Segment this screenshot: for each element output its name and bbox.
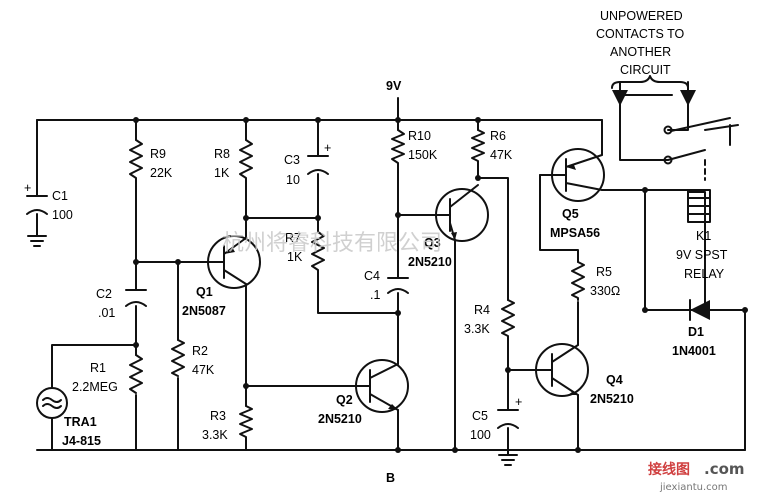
r7-ref: R7 <box>285 231 301 245</box>
contacts-note-line-1: UNPOWERED <box>600 9 683 23</box>
r8-value: 1K <box>214 166 230 180</box>
q5-part: MPSA56 <box>550 226 600 240</box>
r2-value: 47K <box>192 363 215 377</box>
r6-symbol <box>471 129 485 165</box>
r4-symbol <box>501 299 515 339</box>
tra1-ref: TRA1 <box>64 415 97 429</box>
d1-part: 1N4001 <box>672 344 716 358</box>
corner-watermark-logo: 接线图 <box>648 461 690 478</box>
r1-value: 2.2MEG <box>72 380 118 394</box>
relay-coil-symbol <box>687 189 711 223</box>
supply-label: 9V <box>386 79 402 93</box>
r2-ref: R2 <box>192 344 208 358</box>
center-watermark: 杭州将睿科技有限公司 <box>222 231 442 256</box>
c5-value: 100 <box>470 428 491 442</box>
c3-ref: C3 <box>284 153 300 167</box>
c3-symbol <box>307 155 329 175</box>
corner-watermark-domain: .com <box>704 460 745 478</box>
q1-symbol <box>207 235 261 289</box>
c4-value: .1 <box>370 288 380 302</box>
q5-symbol <box>539 148 605 202</box>
corner-watermark: 接线图 .com jiexiantu.com <box>648 460 745 493</box>
c2-symbol <box>125 289 147 307</box>
c1-symbol <box>26 195 48 215</box>
c3-polarity: + <box>324 141 331 155</box>
r6-value: 47K <box>490 148 513 162</box>
k1-line-2: RELAY <box>684 267 725 281</box>
q4-symbol <box>535 343 589 397</box>
q2-ref: Q2 <box>336 393 353 407</box>
contacts-bracket <box>611 75 696 106</box>
q2-symbol <box>355 359 409 413</box>
r3-symbol <box>239 405 253 441</box>
r6-ref: R6 <box>490 129 506 143</box>
r10-value: 150K <box>408 148 438 162</box>
c4-ref: C4 <box>364 269 380 283</box>
c5-symbol <box>497 409 519 429</box>
r8-symbol <box>239 139 253 187</box>
r5-ref: R5 <box>596 265 612 279</box>
r1-symbol <box>129 354 143 394</box>
r5-value: 330Ω <box>590 284 620 298</box>
r4-value: 3.3K <box>464 322 490 336</box>
contacts-note-line-4: CIRCUIT <box>620 63 671 77</box>
q2-part: 2N5210 <box>318 412 362 426</box>
q4-ref: Q4 <box>606 373 623 387</box>
r7-value: 1K <box>287 250 303 264</box>
q3-ref: Q3 <box>424 236 441 250</box>
c4-symbol <box>387 277 409 294</box>
r9-symbol <box>129 139 143 187</box>
c2-value: .01 <box>98 306 115 320</box>
contacts-note-line-3: ANOTHER <box>610 45 671 59</box>
c2-ref: C2 <box>96 287 112 301</box>
r4-ref: R4 <box>474 303 490 317</box>
r1-ref: R1 <box>90 361 106 375</box>
c3-value: 10 <box>286 173 300 187</box>
ground-symbol <box>27 235 47 247</box>
c1-polarity: + <box>24 181 31 195</box>
r5-symbol <box>571 261 585 301</box>
k1-line-1: 9V SPST <box>676 248 728 262</box>
c1-value: 100 <box>52 208 73 222</box>
ground-symbol-c5 <box>498 454 518 466</box>
d1-ref: D1 <box>688 325 704 339</box>
d1-symbol <box>689 299 710 321</box>
q3-part: 2N5210 <box>408 255 452 269</box>
r7-symbol <box>311 231 325 277</box>
q1-part: 2N5087 <box>182 304 226 318</box>
relay-contacts <box>663 117 731 181</box>
c1-ref: C1 <box>52 189 68 203</box>
corner-watermark-url: jiexiantu.com <box>659 482 728 493</box>
tra1-symbol <box>36 387 68 419</box>
r9-ref: R9 <box>150 147 166 161</box>
c5-polarity: + <box>515 395 522 409</box>
tra1-value: J4-815 <box>62 434 101 448</box>
q5-ref: Q5 <box>562 207 579 221</box>
r2-symbol <box>171 339 185 377</box>
r8-ref: R8 <box>214 147 230 161</box>
r3-ref: R3 <box>210 409 226 423</box>
contacts-note: UNPOWERED CONTACTS TO ANOTHER CIRCUIT <box>596 9 684 77</box>
q1-ref: Q1 <box>196 285 213 299</box>
bottom-label: B <box>386 471 395 485</box>
r10-symbol <box>391 129 405 173</box>
k1-ref: K1 <box>696 229 711 243</box>
c5-ref: C5 <box>472 409 488 423</box>
r10-ref: R10 <box>408 129 431 143</box>
contacts-note-line-2: CONTACTS TO <box>596 27 684 41</box>
q4-part: 2N5210 <box>590 392 634 406</box>
r3-value: 3.3K <box>202 428 228 442</box>
q3-symbol <box>435 184 489 242</box>
r9-value: 22K <box>150 166 173 180</box>
junctions <box>133 117 748 453</box>
